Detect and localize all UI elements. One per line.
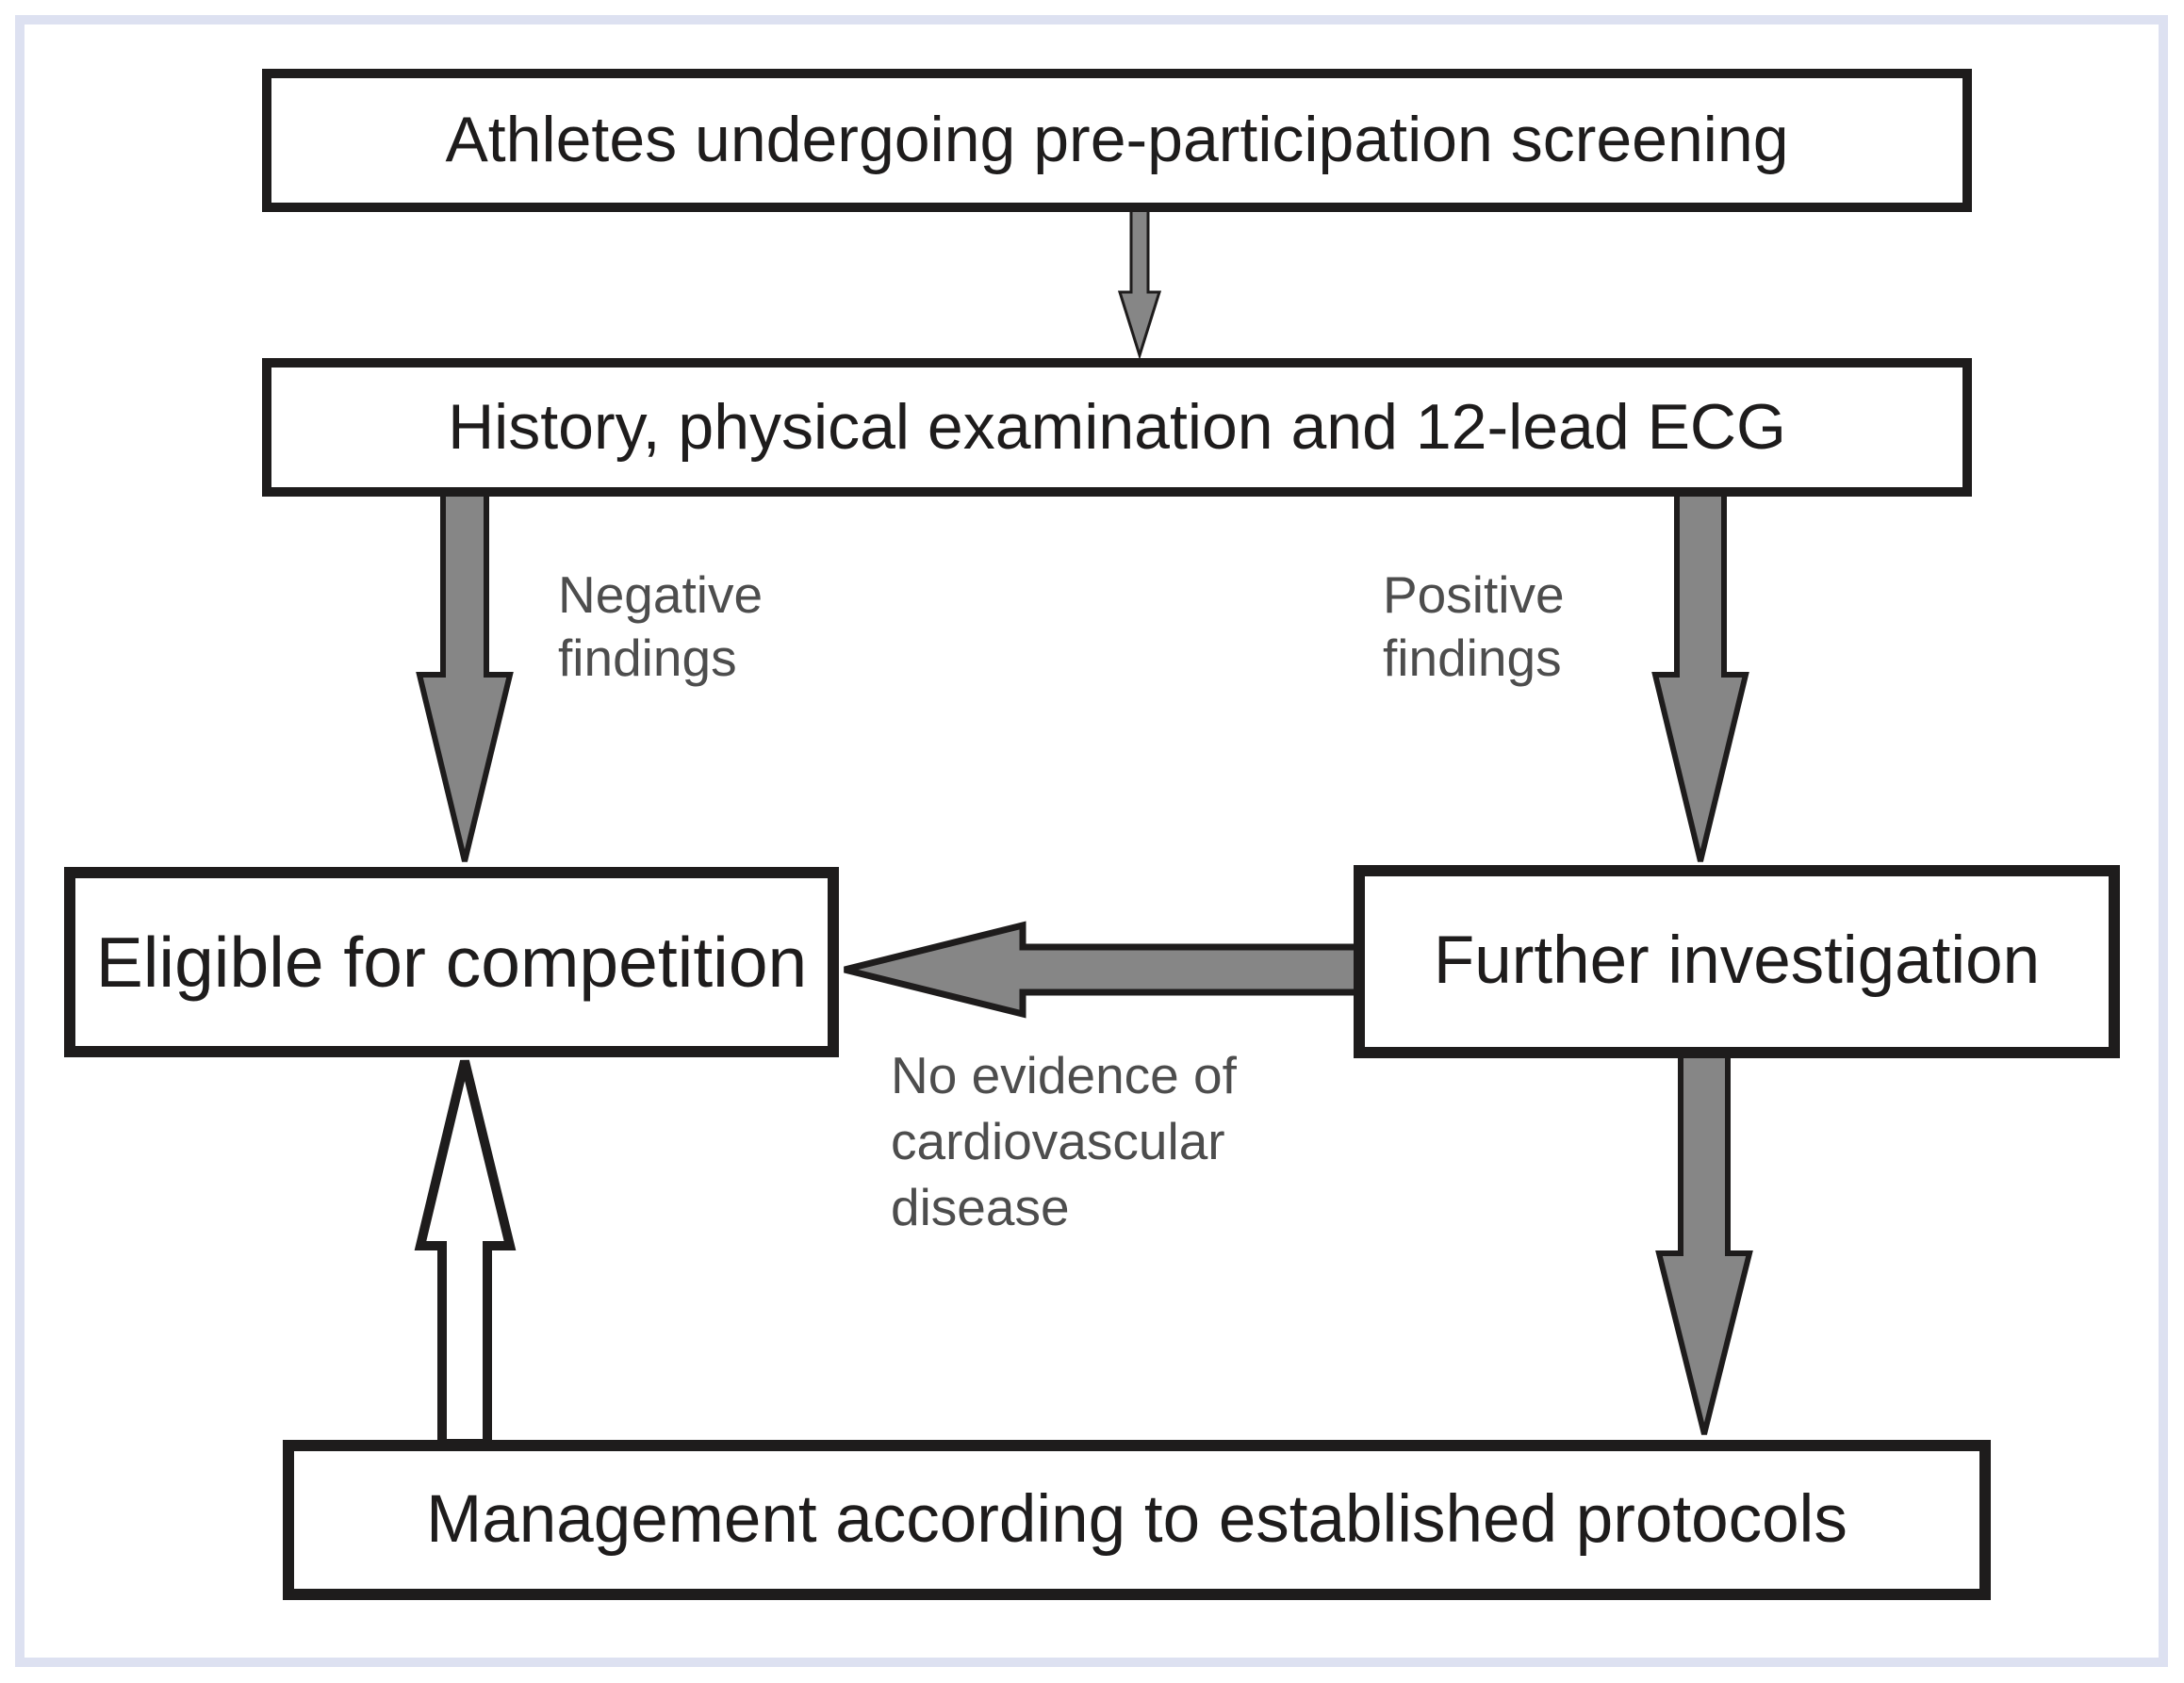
- node-management-label: Management according to established prot…: [426, 1481, 1847, 1557]
- node-history: History, physical examination and 12-lea…: [262, 358, 1972, 497]
- edge-label-line: cardiovascular: [891, 1112, 1225, 1170]
- edge-label-line: findings: [558, 629, 737, 687]
- arrow-further-to-eligible-icon: [844, 921, 1365, 1019]
- figure-frame: [15, 15, 2168, 1667]
- edge-label-line: disease: [891, 1178, 1070, 1236]
- node-screening-label: Athletes undergoing pre-participation sc…: [445, 104, 1789, 176]
- node-history-label: History, physical examination and 12-lea…: [448, 390, 1786, 463]
- node-further: Further investigation: [1354, 865, 2120, 1058]
- edge-label-line: Negative: [558, 565, 764, 624]
- arrow-history-to-further-icon: [1651, 491, 1749, 862]
- node-further-label: Further investigation: [1433, 923, 2041, 999]
- edge-label-positive-findings: Positive findings: [1383, 564, 1565, 690]
- node-screening: Athletes undergoing pre-participation sc…: [262, 69, 1972, 212]
- arrow-management-to-eligible-icon: [414, 1059, 517, 1448]
- node-eligible: Eligible for competition: [64, 867, 839, 1057]
- arrow-screening-to-history-icon: [1117, 205, 1162, 361]
- edge-label-negative-findings: Negative findings: [558, 564, 763, 690]
- arrow-further-to-management-icon: [1655, 1053, 1753, 1435]
- node-management: Management according to established prot…: [283, 1440, 1991, 1600]
- edge-label-line: Positive: [1383, 565, 1565, 624]
- edge-label-line: No evidence of: [891, 1046, 1237, 1104]
- edge-label-no-evidence: No evidence of cardiovascular disease: [891, 1042, 1237, 1240]
- edge-label-line: findings: [1383, 629, 1562, 687]
- arrow-history-to-eligible-icon: [416, 491, 514, 862]
- node-eligible-label: Eligible for competition: [95, 922, 808, 1002]
